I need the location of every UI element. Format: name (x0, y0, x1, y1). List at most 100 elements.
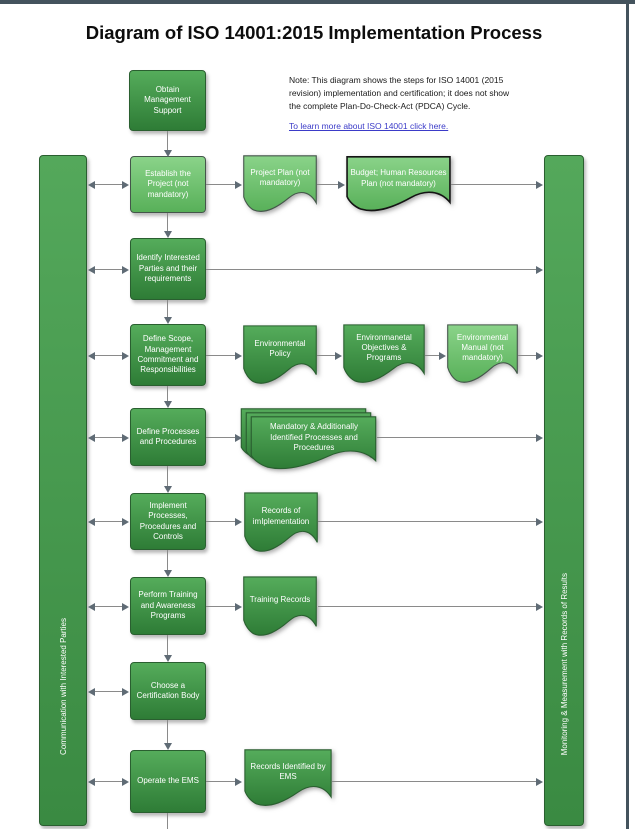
doc-records-of-implementation: Records of imIplementation (244, 492, 318, 555)
arrowhead-right-icon (235, 351, 242, 360)
connector-line (95, 606, 122, 607)
document-shape (343, 324, 425, 386)
document-shape (243, 155, 317, 215)
page-title: Diagram of ISO 14001:2015 Implementation… (85, 22, 543, 43)
connector-line (318, 606, 536, 607)
iso-learn-more-link[interactable]: To learn more about ISO 14001 click here… (289, 121, 449, 131)
connector-line (167, 720, 168, 743)
sidebar-monitoring: Monitoring & Measurement with Records of… (544, 155, 584, 826)
arrowhead-right-icon (122, 433, 129, 442)
connector-line (167, 813, 168, 829)
box-define-scope: Define Scope, Management Commitment and … (130, 324, 206, 386)
sidebar-communication-label: Communication with Interested Parties (58, 618, 68, 755)
connector-line (318, 521, 536, 522)
connector-line (167, 131, 168, 150)
box-identify-interested-parties: Identify Interested Parties and their re… (130, 238, 206, 300)
frame-top-border (0, 0, 635, 4)
arrowhead-right-icon (536, 265, 543, 274)
doc-records-identified-by-ems: Records Identified by EMS (244, 749, 332, 809)
arrowhead-right-icon (122, 180, 129, 189)
arrowhead-right-icon (338, 180, 345, 189)
document-shape (447, 324, 518, 386)
document-shape (346, 156, 451, 214)
connector-line (332, 781, 536, 782)
arrowhead-right-icon (235, 517, 242, 526)
doc-environmental-manual: Environmental Manual (not mandatory) (447, 324, 518, 386)
arrowhead-right-icon (536, 433, 543, 442)
frame-right-border (626, 0, 629, 829)
doc-environmental-policy: Environmental Policy (243, 325, 317, 387)
connector-line (167, 550, 168, 570)
doc-environmental-objectives: Environmanetal Objectives & Programs (343, 324, 425, 386)
connector-line (95, 437, 122, 438)
arrowhead-left-icon (88, 265, 95, 274)
arrowhead-down-icon (163, 486, 172, 493)
note-text: Note: This diagram shows the steps for I… (289, 75, 510, 111)
arrowhead-left-icon (88, 351, 95, 360)
document-shape (250, 416, 377, 472)
connector-line (206, 184, 235, 185)
connector-line (317, 355, 335, 356)
connector-line (206, 606, 235, 607)
doc-budget-hr-plan: Budget; Human Resources Plan (not mandat… (346, 156, 451, 214)
arrowhead-left-icon (88, 517, 95, 526)
arrowhead-right-icon (536, 777, 543, 786)
sidebar-communication: Communication with Interested Parties (39, 155, 87, 826)
arrowhead-down-icon (163, 150, 172, 157)
connector-line (451, 184, 536, 185)
arrowhead-right-icon (122, 687, 129, 696)
arrowhead-right-icon (235, 602, 242, 611)
arrowhead-right-icon (439, 351, 446, 360)
connector-line (95, 521, 122, 522)
connector-line (95, 355, 122, 356)
arrowhead-left-icon (88, 687, 95, 696)
arrowhead-down-icon (163, 317, 172, 324)
arrowhead-right-icon (122, 265, 129, 274)
connector-line (167, 300, 168, 317)
connector-line (206, 521, 235, 522)
connector-line (95, 691, 122, 692)
box-choose-certification-body: Choose a Certification Body (130, 662, 206, 720)
document-shape (244, 492, 318, 555)
connector-line (167, 213, 168, 231)
arrowhead-right-icon (235, 433, 242, 442)
arrowhead-right-icon (536, 180, 543, 189)
arrowhead-right-icon (122, 517, 129, 526)
document-shape (243, 576, 317, 639)
arrowhead-down-icon (163, 570, 172, 577)
arrowhead-down-icon (163, 401, 172, 408)
connector-line (518, 355, 536, 356)
box-establish-project: Establish the Project (not mandatory) (130, 156, 206, 213)
arrowhead-right-icon (235, 180, 242, 189)
arrowhead-right-icon (235, 777, 242, 786)
arrowhead-left-icon (88, 180, 95, 189)
arrowhead-left-icon (88, 602, 95, 611)
connector-line (167, 635, 168, 655)
document-shape (244, 749, 332, 809)
doc-mandatory-processes: Mandatory & Additionally Identified Proc… (240, 408, 377, 472)
arrowhead-right-icon (335, 351, 342, 360)
connector-line (425, 355, 439, 356)
document-shape (243, 325, 317, 387)
connector-line (206, 781, 235, 782)
arrowhead-right-icon (122, 602, 129, 611)
box-perform-training: Perform Training and Awareness Programs (130, 577, 206, 635)
connector-line (206, 355, 235, 356)
arrowhead-right-icon (122, 351, 129, 360)
box-implement-processes: Implement Processes, Procedures and Cont… (130, 493, 206, 550)
connector-line (377, 437, 536, 438)
box-define-processes: Define Processes and Procedures (130, 408, 206, 466)
arrowhead-down-icon (163, 231, 172, 238)
connector-line (167, 386, 168, 401)
connector-line (95, 269, 122, 270)
connector-line (317, 184, 338, 185)
box-obtain-management-support: Obtain Management Support (129, 70, 206, 131)
arrowhead-right-icon (536, 602, 543, 611)
arrowhead-left-icon (88, 777, 95, 786)
doc-project-plan: Project Plan (not mandatory) (243, 155, 317, 215)
arrowhead-right-icon (536, 517, 543, 526)
arrowhead-right-icon (536, 351, 543, 360)
arrowhead-right-icon (122, 777, 129, 786)
arrowhead-left-icon (88, 433, 95, 442)
